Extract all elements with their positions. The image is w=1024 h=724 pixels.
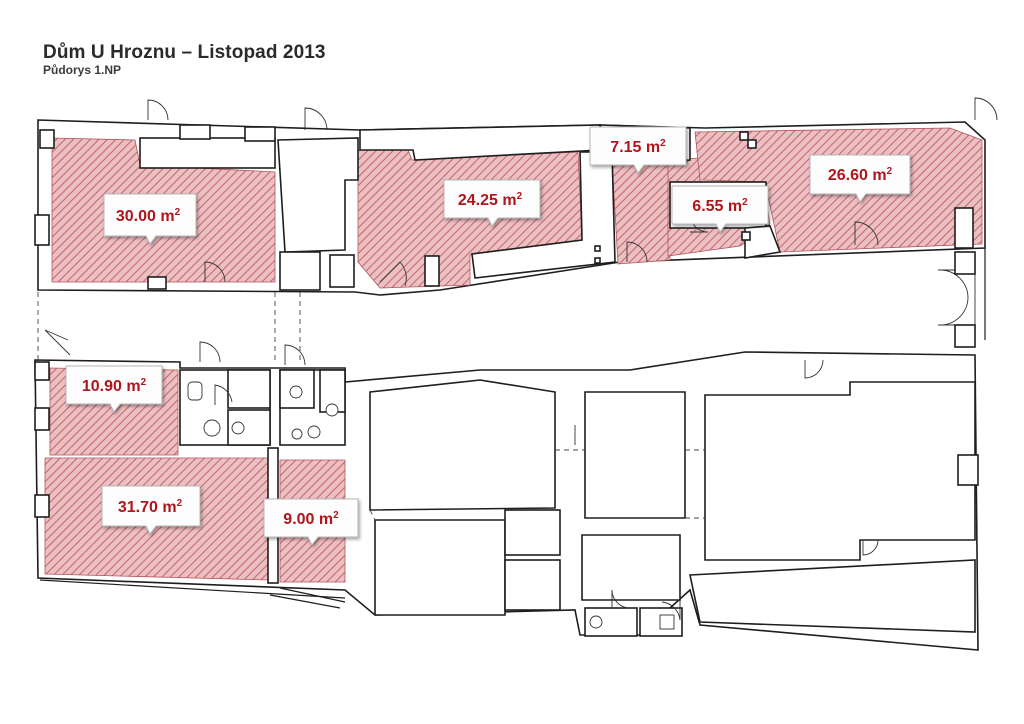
unit-sup: 2 — [175, 207, 181, 218]
plan-title: Dům U Hroznu – Listopad 2013 — [43, 42, 326, 63]
callout-room-h-area: 9.00 — [283, 511, 314, 528]
unit-sup: 2 — [517, 191, 523, 202]
unit-label: m — [162, 499, 176, 516]
corridor — [37, 248, 986, 365]
unit-label: m — [872, 167, 886, 184]
callout-room-g-area: 31.70 — [118, 499, 158, 516]
south-wing-interior — [34, 361, 979, 637]
unit-sup: 2 — [742, 197, 748, 208]
svg-text:6.55 m2: 6.55 m2 — [692, 197, 748, 215]
unit-label: m — [728, 198, 742, 215]
callout-room-f[interactable]: 10.90 m2 — [65, 365, 163, 413]
unit-sup: 2 — [660, 138, 666, 149]
svg-text:9.00 m2: 9.00 m2 — [283, 510, 339, 528]
callout-room-a-area: 30.00 — [116, 208, 156, 225]
unit-label: m — [160, 208, 174, 225]
svg-text:26.60 m2: 26.60 m2 — [828, 166, 893, 184]
callout-room-d[interactable]: 6.55 m2 — [671, 185, 769, 233]
unit-sup: 2 — [177, 498, 183, 509]
callout-room-b[interactable]: 24.25 m2 — [443, 179, 541, 227]
unit-sup: 2 — [141, 377, 147, 388]
callout-room-c[interactable]: 7.15 m2 — [589, 126, 687, 174]
callout-room-f-area: 10.90 — [82, 378, 122, 395]
callout-room-a[interactable]: 30.00 m2 — [103, 193, 197, 245]
callout-room-e[interactable]: 26.60 m2 — [809, 154, 911, 203]
unit-label: m — [646, 139, 660, 156]
unit-label: m — [126, 378, 140, 395]
callout-room-b-area: 24.25 — [458, 192, 498, 209]
unit-sup: 2 — [333, 510, 339, 521]
callout-room-h[interactable]: 9.00 m2 — [263, 498, 359, 546]
callout-room-e-area: 26.60 — [828, 167, 868, 184]
unit-label: m — [502, 192, 516, 209]
svg-text:24.25 m2: 24.25 m2 — [458, 191, 523, 209]
svg-text:30.00 m2: 30.00 m2 — [116, 207, 181, 225]
south-doors — [199, 341, 879, 621]
svg-text:7.15 m2: 7.15 m2 — [610, 138, 666, 156]
svg-text:31.70 m2: 31.70 m2 — [118, 498, 183, 516]
unit-sup: 2 — [887, 166, 893, 177]
callout-room-d-area: 6.55 — [692, 198, 723, 215]
callout-room-c-area: 7.15 — [610, 139, 641, 156]
plan-subtitle: Půdorys 1.NP — [43, 63, 122, 77]
callout-room-g[interactable]: 31.70 m2 — [101, 485, 201, 535]
unit-label: m — [319, 511, 333, 528]
svg-text:10.90 m2: 10.90 m2 — [82, 377, 147, 395]
